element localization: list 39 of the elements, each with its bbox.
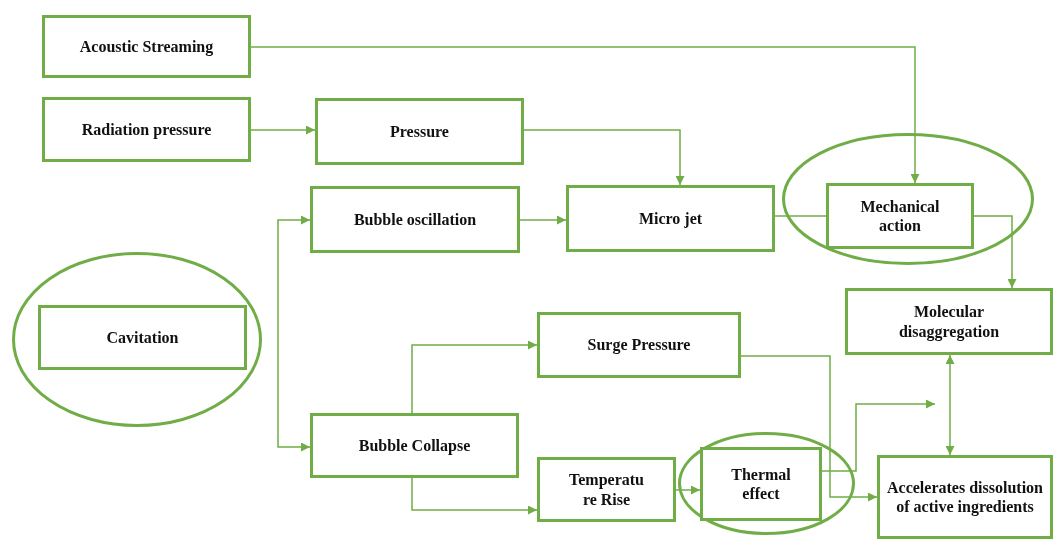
box-label: Pressure — [389, 121, 450, 142]
process-box — [877, 455, 1053, 539]
arrow — [523, 129, 685, 186]
box-label: Radiation pressure — [80, 119, 213, 140]
box-label: Accelerates dissolution of active ingredients — [886, 477, 1044, 517]
arrow — [675, 485, 701, 495]
box-label: Bubble Collapse — [357, 435, 472, 456]
arrow — [945, 354, 955, 456]
arrow — [411, 477, 538, 515]
process-box — [38, 305, 247, 370]
box-label: Micro jet — [637, 208, 704, 229]
process-box — [700, 447, 822, 521]
process-box — [310, 413, 519, 478]
process-box — [42, 97, 251, 162]
arrow — [277, 334, 311, 452]
arrow — [411, 340, 538, 414]
arrow — [519, 215, 567, 225]
box-label: Thermal effect — [730, 464, 792, 504]
process-box — [310, 186, 520, 253]
arrow — [821, 399, 936, 472]
arrow — [740, 355, 878, 502]
process-box — [42, 15, 251, 78]
process-box — [566, 185, 775, 252]
arrow — [973, 215, 1017, 289]
box-label: Surge Pressure — [586, 335, 692, 355]
box-label: Bubble oscillation — [352, 209, 478, 230]
box-label: Acoustic Streaming — [78, 36, 215, 57]
process-box — [845, 288, 1053, 355]
process-box — [826, 183, 974, 249]
box-label: Cavitation — [105, 327, 180, 348]
process-box — [537, 457, 676, 522]
arrow — [250, 125, 316, 135]
arrow — [277, 215, 311, 336]
box-label: Mechanical action — [859, 196, 941, 236]
arrow — [250, 46, 920, 184]
box-label: Molecular disaggregation — [897, 302, 1001, 341]
process-box — [315, 98, 524, 165]
box-label: Temperatu re Rise — [568, 470, 645, 509]
process-box — [537, 312, 741, 378]
